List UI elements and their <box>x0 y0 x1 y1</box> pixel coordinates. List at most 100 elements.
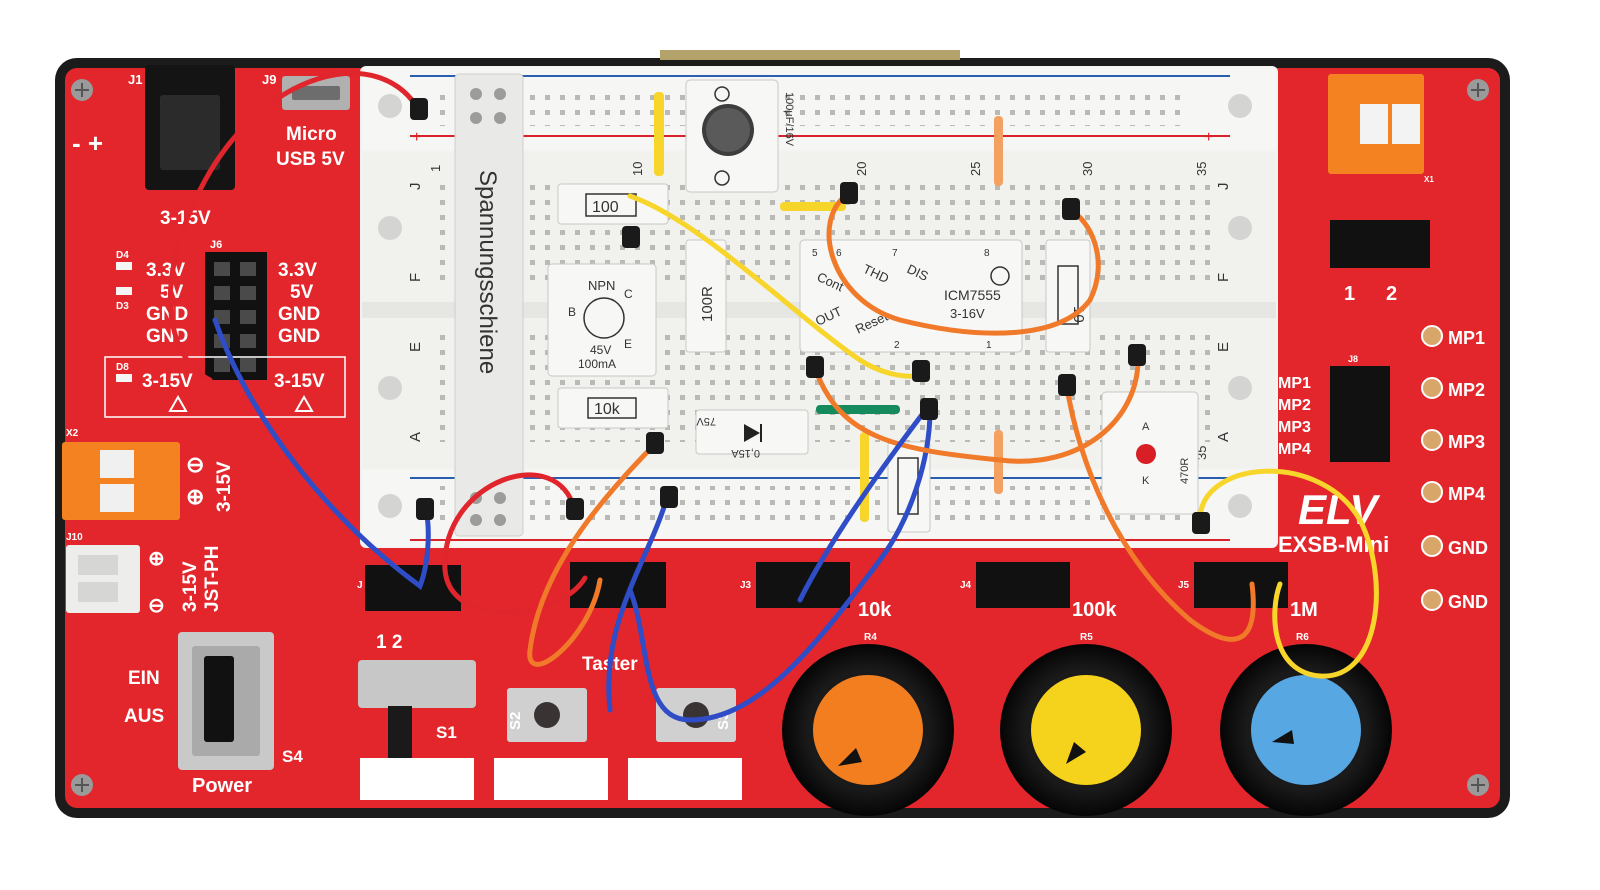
j10-minus: ⊖ <box>148 595 165 617</box>
rail-plus-right: + <box>1204 129 1213 146</box>
mp-header-label-2: MP2 <box>1278 397 1311 414</box>
x1-pin-2: 2 <box>1386 283 1397 305</box>
wire-red-button <box>442 472 588 615</box>
barrel-jack-ref: J1 <box>128 72 142 87</box>
wire-orange-pot <box>1063 379 1256 642</box>
test-pad-gnd-2[interactable] <box>1421 589 1443 611</box>
row-letter-f: F <box>407 273 424 282</box>
pot-r5-value: 100k <box>1072 599 1117 621</box>
ic-pin-1: 1 <box>986 340 992 351</box>
test-pad-mp1[interactable] <box>1421 325 1443 347</box>
x1-pin-1: 1 <box>1344 283 1355 305</box>
button-pin-header[interactable] <box>570 562 666 608</box>
col-number-30: 30 <box>1080 162 1095 176</box>
x2-ref: X2 <box>66 428 79 439</box>
transistor-spec-current: 100mA <box>578 357 616 371</box>
pot-r5-header[interactable] <box>976 562 1070 608</box>
pot-r4-knob[interactable] <box>813 675 923 785</box>
x2-minus: ⊖ <box>186 452 204 477</box>
pot-r5-knob[interactable] <box>1031 675 1141 785</box>
left-label-gnd-2: GND <box>146 326 188 347</box>
right-label-vin: 3-15V <box>274 371 325 392</box>
j10-ref: J10 <box>66 532 83 543</box>
pot-r6[interactable]: J5 1M R6 <box>1178 562 1392 816</box>
left-label-vin: 3-15V <box>142 371 193 392</box>
ic-7555-module <box>799 239 1023 353</box>
screw-bottom-right <box>1467 774 1489 796</box>
wire-orange-led <box>812 353 1141 464</box>
pad-label-mp4: MP4 <box>1448 484 1485 504</box>
slide-switch-s1[interactable] <box>358 660 476 708</box>
pot-r5-ref: R5 <box>1080 632 1093 643</box>
resistor-10k-module <box>557 387 669 429</box>
pot-r4[interactable]: J3 10k R4 <box>740 562 954 816</box>
j10-type: JST-PH <box>202 545 223 612</box>
pot-r5[interactable]: J4 100k R5 <box>960 562 1172 816</box>
test-pad-mp2[interactable] <box>1421 377 1443 399</box>
left-label-gnd-1: GND <box>146 304 188 325</box>
led-resistor-label: 470R <box>1179 458 1191 484</box>
wire-yellow-resistor <box>627 193 925 379</box>
wire-blue-gnd <box>212 317 431 590</box>
row-letter-j: J <box>407 183 424 191</box>
pot-r6-header[interactable] <box>1194 562 1288 608</box>
led-anode-label: A <box>1142 421 1150 433</box>
pot-r6-knob[interactable] <box>1251 675 1361 785</box>
power-label: Power <box>192 775 252 797</box>
resistor-10k-label: 10k <box>594 401 621 418</box>
j10-range: 3-15V <box>180 561 201 612</box>
led-d3-ref: D3 <box>116 301 129 312</box>
col-number-35: 35 <box>1194 162 1209 176</box>
row-letter-a-right: A <box>1215 432 1232 442</box>
resistor-10-module <box>1045 239 1091 353</box>
wire-orange-button <box>527 441 658 667</box>
s2-ref: S2 <box>507 712 524 730</box>
wire-red-power <box>167 70 423 383</box>
transistor-spec-voltage: 45V <box>590 343 611 357</box>
test-pad-mp4[interactable] <box>1421 481 1443 503</box>
spannungsschiene-label: Spannungsschiene <box>474 170 501 374</box>
ic-range: 3-16V <box>950 306 985 321</box>
status-led-d3 <box>116 287 132 295</box>
measure-point-header[interactable] <box>1330 366 1390 462</box>
row-letter-e-right: E <box>1215 342 1232 352</box>
col-number-20: 20 <box>854 162 869 176</box>
warning-icon-right <box>294 394 314 412</box>
diode-label-voltage: 75V <box>696 415 716 427</box>
ic-name: ICM7555 <box>944 287 1001 303</box>
ic-pin-6: 6 <box>836 248 842 259</box>
j6-ref: J6 <box>210 239 222 251</box>
usb-label-micro: Micro <box>286 124 337 145</box>
screw-top-right <box>1467 79 1489 101</box>
red-led-icon <box>1136 444 1156 464</box>
screw-terminal-x2[interactable] <box>62 442 180 520</box>
pad-label-gnd-2: GND <box>1448 592 1488 612</box>
label-field-2 <box>494 758 608 800</box>
status-led-d8 <box>116 374 132 382</box>
pot-r6-ref: R6 <box>1296 632 1309 643</box>
transistor-pin-c: C <box>624 287 633 301</box>
pot-r4-ref: R4 <box>864 632 877 643</box>
warning-icon-left <box>168 394 188 412</box>
pot-r4-header[interactable] <box>756 562 850 608</box>
right-label-5v: 5V <box>290 282 314 303</box>
wire-blue-ic <box>797 409 927 603</box>
mp-header-label-3: MP3 <box>1278 419 1311 436</box>
wire-yellow-pot <box>1197 468 1379 679</box>
j8-ref: J8 <box>1348 354 1358 364</box>
led-d8-ref: D8 <box>116 362 129 373</box>
usb-ref: J9 <box>262 72 276 87</box>
pad-label-mp1: MP1 <box>1448 328 1485 348</box>
led-cathode-label: K <box>1142 475 1150 487</box>
ic-pin-8: 8 <box>984 248 990 259</box>
power-switch-knob[interactable] <box>204 656 234 742</box>
test-pad-gnd-1[interactable] <box>1421 535 1443 557</box>
test-pad-mp3[interactable] <box>1421 429 1443 451</box>
pot-r4-header-ref: J3 <box>740 580 752 591</box>
ic-pin-7: 7 <box>892 248 898 259</box>
pot-r5-header-ref: J4 <box>960 580 972 591</box>
switch-aus-label: AUS <box>124 706 164 727</box>
x1-pin-header[interactable] <box>1330 220 1430 268</box>
screw-bottom-left <box>71 774 93 796</box>
ic-plus-icon <box>990 266 1010 286</box>
